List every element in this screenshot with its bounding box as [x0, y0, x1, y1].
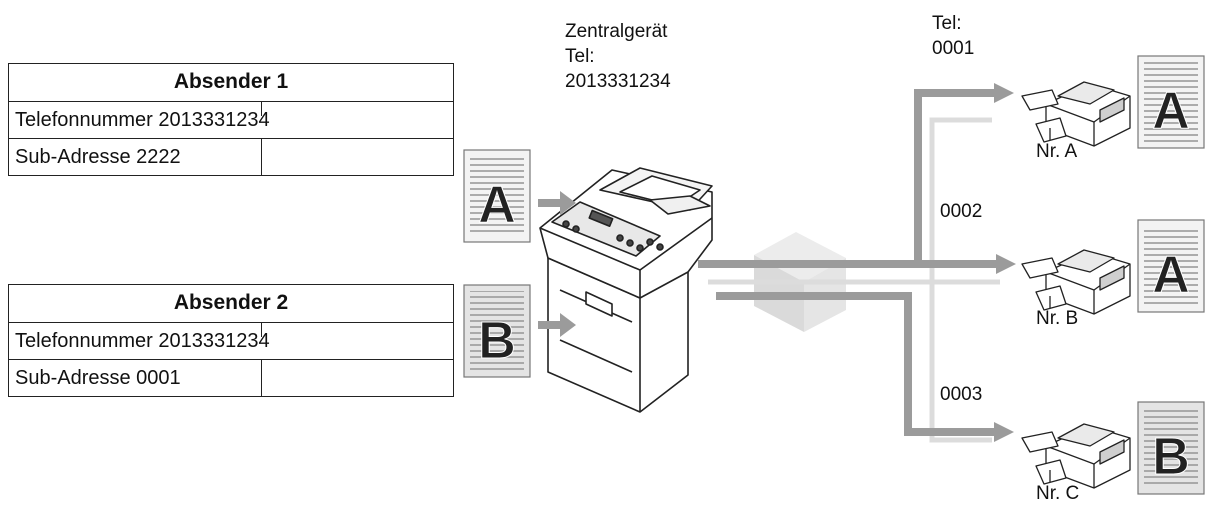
sender-table-1: Absender 1 Telefonnummer 2013331234 Sub-…	[8, 63, 454, 176]
sender-phone: Telefonnummer 2013331234	[15, 109, 270, 131]
sender-title: Absender 2	[173, 291, 289, 314]
central-tel-number: 2013331234	[565, 71, 671, 92]
receiver-tel-number: 0001	[932, 38, 975, 59]
table-divider	[261, 139, 262, 175]
table-divider	[261, 323, 262, 337]
receiver-tel-number: 0003	[940, 384, 983, 405]
svg-text:A: A	[478, 176, 516, 234]
svg-text:A: A	[1152, 246, 1190, 304]
svg-text:B: B	[478, 312, 516, 370]
document-icon: B	[1137, 401, 1205, 495]
sender-phone: Telefonnummer 2013331234	[15, 330, 270, 352]
sender-table-2: Absender 2 Telefonnummer 2013331234 Sub-…	[8, 284, 454, 397]
document-icon: A	[1137, 219, 1205, 313]
document-icon: A	[1137, 55, 1205, 149]
document-icon: A	[463, 149, 531, 243]
document-icon: B	[463, 284, 531, 378]
fax-machine-icon	[539, 167, 713, 413]
central-device-name: Zentralgerät	[565, 21, 668, 42]
table-divider	[261, 102, 262, 116]
receiver-name: Nr. C	[1036, 483, 1080, 504]
sender-title: Absender 1	[173, 70, 289, 93]
table-divider	[261, 360, 262, 396]
routing-lines	[698, 89, 1000, 443]
arrow-icon	[538, 191, 576, 337]
small-fax-icon	[1021, 81, 1131, 147]
central-tel-label: Tel:	[565, 46, 595, 67]
receiver-name: Nr. A	[1036, 141, 1078, 162]
sender-subaddress: Sub-Adresse 0001	[15, 367, 181, 389]
receiver-tel-number: 0002	[940, 201, 983, 222]
svg-text:A: A	[1152, 82, 1190, 140]
receiver-tel-label: Tel:	[932, 13, 962, 34]
sender-subaddress: Sub-Adresse 2222	[15, 146, 181, 168]
receiver-name: Nr. B	[1036, 308, 1079, 329]
arrow-icon	[994, 83, 1016, 442]
svg-text:B: B	[1152, 428, 1190, 486]
